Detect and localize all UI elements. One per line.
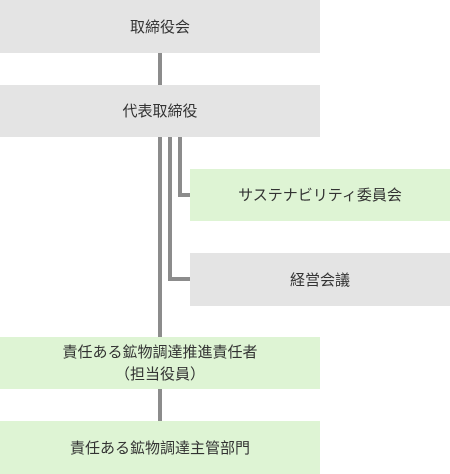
sustainability-committee-label: サステナビリティ委員会	[238, 186, 402, 204]
connector-board-president	[158, 53, 162, 85]
connector-president-committee-vertical	[178, 137, 182, 197]
connector-president-management-horizontal	[168, 277, 190, 281]
sustainability-committee-box: サステナビリティ委員会	[190, 169, 450, 221]
connector-president-officer	[158, 137, 162, 337]
responsible-department-label: 責任ある鉱物調達主管部門	[69, 438, 250, 457]
president-box: 代表取締役	[0, 85, 320, 137]
responsible-department-box: 責任ある鉱物調達主管部門	[0, 421, 320, 474]
connector-officer-department	[158, 389, 162, 421]
board-box: 取締役会	[0, 0, 320, 53]
management-meeting-label: 経営会議	[289, 270, 350, 289]
responsible-officer-label: 責任ある鉱物調達推進責任者	[62, 343, 258, 361]
connector-president-committee-horizontal	[178, 193, 190, 197]
connector-president-management-vertical	[168, 137, 172, 281]
board-label: 取締役会	[129, 17, 190, 36]
management-meeting-box: 経営会議	[190, 253, 450, 306]
responsible-officer-sublabel: （担当役員）	[114, 365, 205, 383]
responsible-officer-box: 責任ある鉱物調達推進責任者 （担当役員）	[0, 337, 320, 389]
president-label: 代表取締役	[122, 102, 198, 120]
